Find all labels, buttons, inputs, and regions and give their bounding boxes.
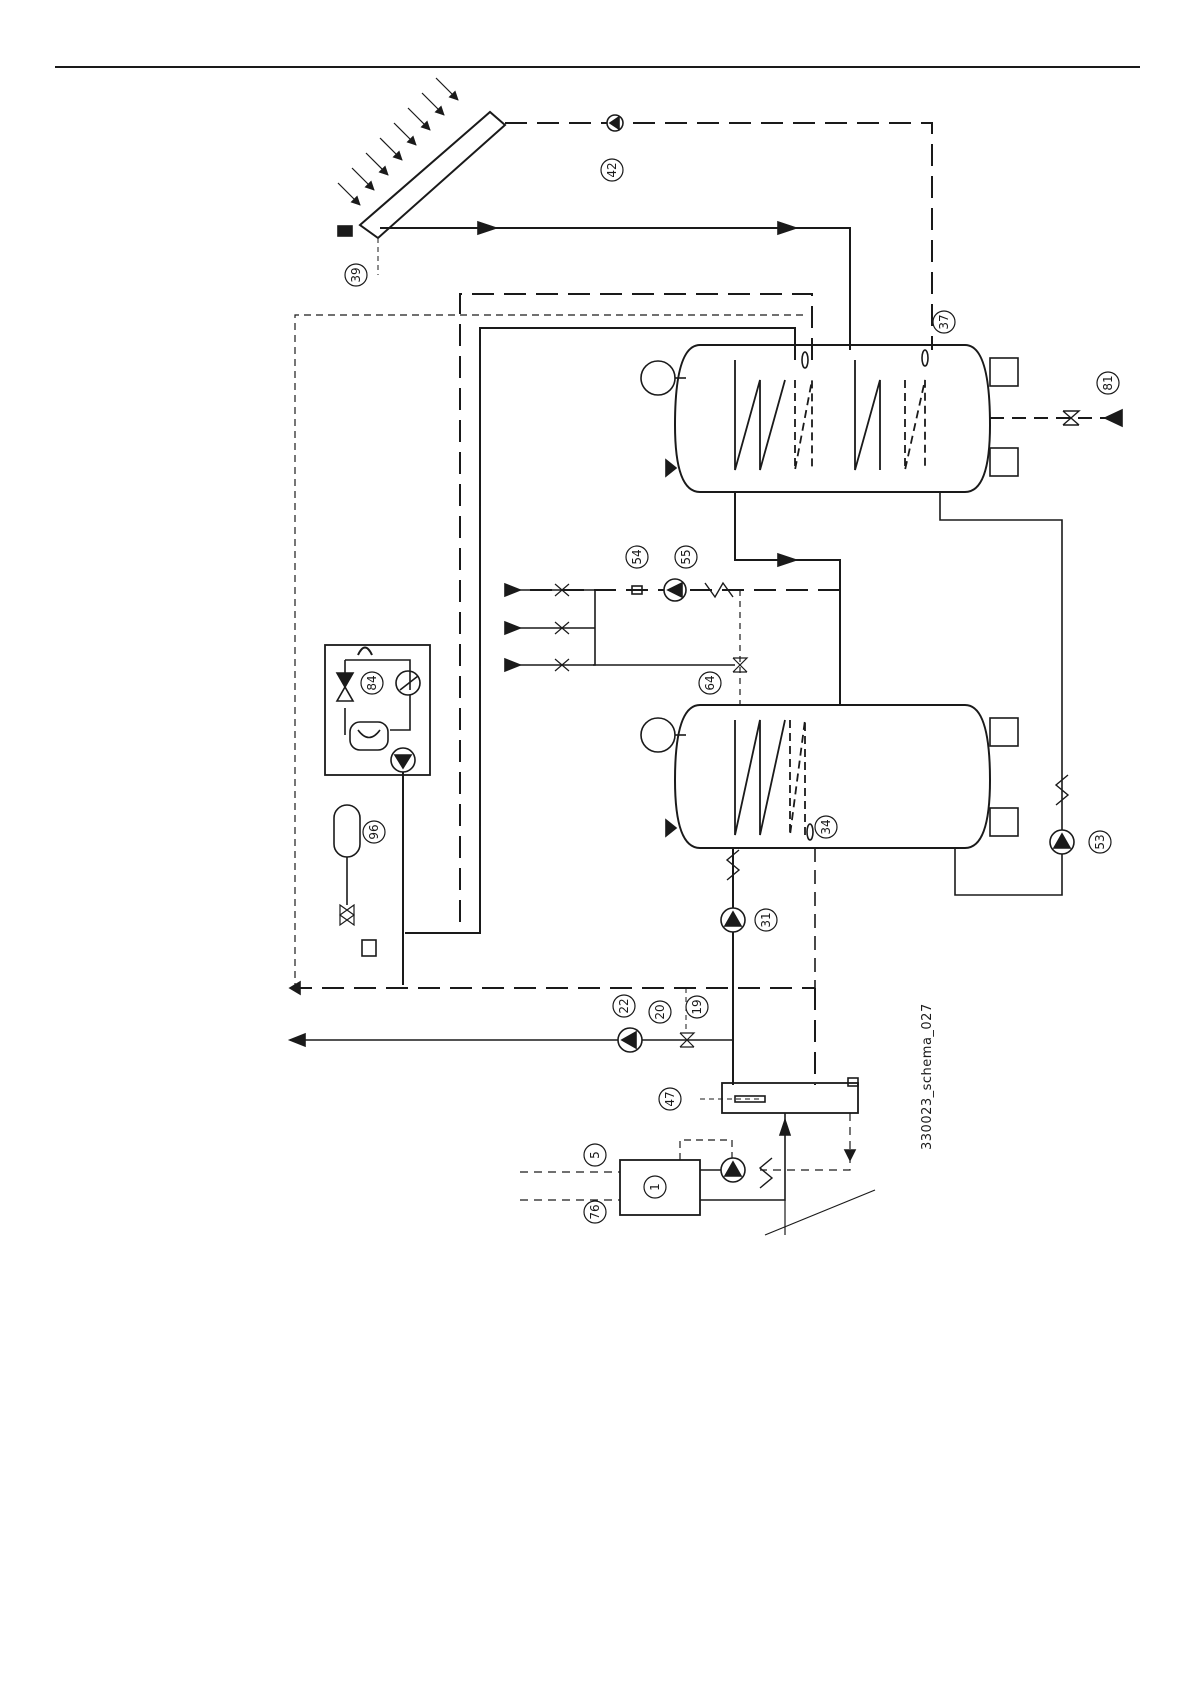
label-37: 37 (937, 314, 951, 329)
expansion-vessel-96 (334, 805, 360, 857)
pump-53 (1050, 830, 1074, 854)
label-53: 53 (1093, 834, 1107, 849)
label-64: 64 (703, 675, 717, 690)
upper-storage-tank (641, 345, 1018, 492)
label-34: 34 (819, 819, 833, 834)
boiler-unit (520, 1113, 875, 1235)
label-31: 31 (759, 912, 773, 927)
label-54: 54 (630, 549, 644, 564)
schema-caption: 330023_schema_027 (920, 1003, 935, 1150)
label-76: 76 (588, 1204, 602, 1219)
heatpump-return-solid (405, 328, 795, 933)
label-84: 84 (365, 675, 379, 690)
label-39: 39 (349, 267, 363, 282)
label-81: 81 (1101, 375, 1115, 390)
label-96: 96 (367, 824, 381, 839)
solar-flow-pipe (380, 228, 850, 350)
label-1: 1 (648, 1183, 662, 1191)
hydraulic-separator (700, 1078, 858, 1113)
pump-31 (721, 908, 745, 932)
label-55: 55 (679, 549, 693, 564)
label-19: 19 (690, 999, 704, 1014)
label-47: 47 (663, 1091, 677, 1106)
solar-return-pipe (505, 123, 932, 350)
dhw-distribution (505, 579, 840, 705)
pump-22 (618, 1028, 642, 1052)
label-22: 22 (617, 998, 631, 1013)
solar-collector (338, 78, 505, 275)
label-42: 42 (605, 162, 619, 177)
solar-pump (607, 115, 623, 131)
circulation-loop-53 (940, 492, 1062, 895)
label-20: 20 (653, 1004, 667, 1019)
label-5: 5 (588, 1151, 602, 1159)
tank-link-pipe (735, 492, 840, 705)
